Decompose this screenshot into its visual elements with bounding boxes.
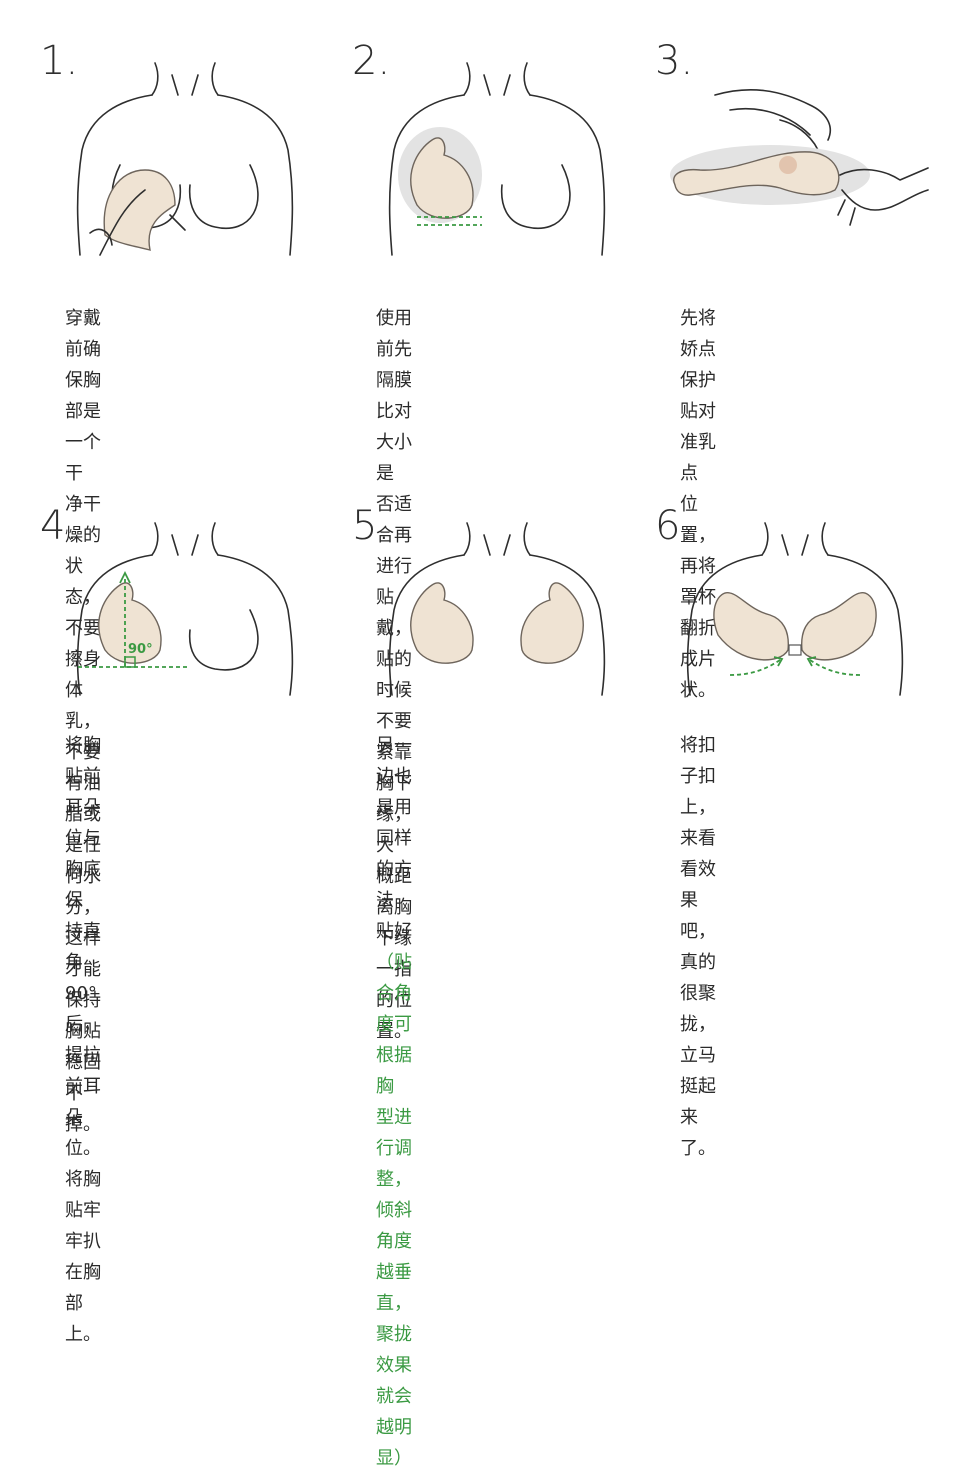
caption-line: 否适合再进行贴戴， 贴的 (376, 494, 412, 670)
caption-line: 净干燥的状态，不要擦身体 (65, 494, 101, 701)
caption-note: 型进行调整，倾斜角度越垂 (376, 1107, 412, 1283)
step-2-number: 2. (352, 38, 391, 84)
caption-note: 直，聚拢效果就会越明显） (376, 1293, 412, 1469)
step-2-illustration (388, 62, 606, 256)
step-1-illustration (76, 62, 294, 256)
caption-line: 穿戴前确保胸部是一个干 (65, 308, 101, 484)
caption-line: 持直角90°后，提拉前耳朵 (65, 921, 101, 1128)
step-4-illustration: 90° (76, 522, 294, 696)
caption-line: 来了。 (680, 1107, 716, 1159)
step-3-illustration (670, 89, 929, 226)
caption-line: 将扣子扣上， 来看看效果 (680, 735, 716, 911)
angle-label: 90° (128, 642, 153, 657)
caption-line: 上。 (65, 1324, 101, 1345)
caption-line: 贴好 （贴合角度可根据胸 (376, 916, 412, 1102)
step-3-number: 3. (655, 38, 694, 84)
caption-line: 先将娇点保护贴对准乳点 (680, 308, 716, 484)
step-5-caption: 另一边也是用同样的方法 贴好 （贴合角度可根据胸 型进行调整，倾斜角度越垂 直，聚… (376, 730, 412, 1474)
caption-line: 使用前先隔膜比对大小是 (376, 308, 412, 484)
caption-line: 另一边也是用同样的方法 (376, 735, 412, 911)
caption-note: （贴合角度可根据胸 (376, 952, 412, 1097)
step-5-illustration (388, 522, 606, 696)
step-1-number: 1. (40, 38, 79, 84)
step-6-number: 6. (655, 503, 694, 549)
step-4-caption: 将胸贴前耳朵位与胸底保 持直角90°后，提拉前耳朵 位。将胸贴牢牢扒在胸部 上。 (65, 730, 101, 1350)
caption-line: 将胸贴前耳朵位与胸底保 (65, 735, 101, 911)
step-4-number: 4. (40, 503, 79, 549)
step-3-caption: 先将娇点保护贴对准乳点 位置，再将罩杯翻折成片状。 (680, 303, 716, 706)
step-6-illustration (686, 522, 904, 696)
step-6-caption: 将扣子扣上， 来看看效果 吧，真的很聚拢，立马挺起 来了。 (680, 730, 716, 1164)
caption-line: 位。将胸贴牢牢扒在胸部 (65, 1138, 101, 1314)
caption-text: 贴好 (376, 921, 412, 942)
step-5-number: 5. (352, 503, 391, 549)
caption-line: 时候不要紧靠胸下缘， 大 (376, 680, 412, 856)
caption-line: 吧，真的很聚拢，立马挺起 (680, 921, 716, 1097)
